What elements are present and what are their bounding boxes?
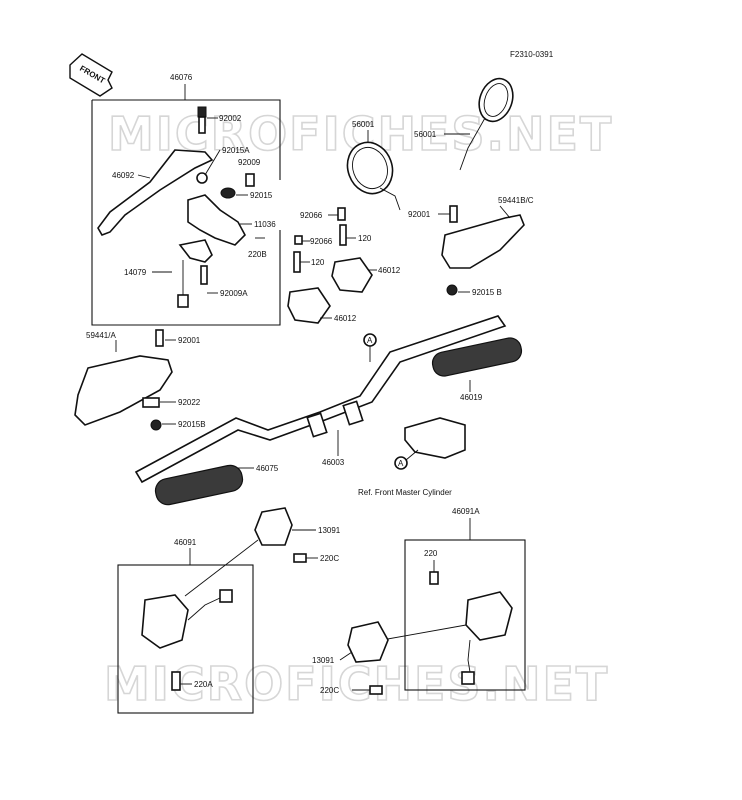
lever-bracket-icon: [187, 194, 246, 246]
mirror-right-icon: [459, 77, 514, 171]
callout-a-lower: [394, 456, 408, 470]
screw-icon: [245, 173, 255, 187]
mirror-left-icon: [346, 141, 401, 211]
bolt-icon: [449, 205, 458, 223]
label-220B: 220B: [248, 250, 267, 259]
label-92066-b: 92066: [310, 237, 333, 246]
hand-guard-left-icon: [74, 355, 173, 426]
front-arrow-icon: FRONT: [69, 53, 113, 97]
switch-housing-icon: [347, 621, 389, 663]
label-92015B-right: 92015 B: [472, 288, 502, 297]
grip-left-icon: [154, 464, 244, 506]
clutch-lever-icon: [97, 149, 214, 236]
screw-icon: [200, 265, 208, 285]
callout-a-label-upper: A: [367, 336, 373, 345]
label-92015A: 92015A: [222, 146, 250, 155]
label-46003: 46003: [322, 458, 345, 467]
label-46012-lower: 46012: [334, 314, 357, 323]
label-56001-left: 56001: [352, 120, 375, 129]
label-46092: 46092: [112, 171, 135, 180]
switch-box-left: [117, 564, 254, 714]
diagram-code: F2310-0391: [510, 50, 554, 59]
label-92022: 92022: [178, 398, 201, 407]
label-13091-right: 13091: [312, 656, 335, 665]
connector-icon: [219, 589, 233, 603]
screw-icon: [369, 685, 383, 695]
label-14079: 14079: [124, 268, 147, 277]
label-13091-left: 13091: [318, 526, 341, 535]
label-46076: 46076: [170, 73, 193, 82]
label-59441BC: 59441B/C: [498, 196, 534, 205]
label-120-b: 120: [311, 258, 325, 267]
handlebar-icon: [134, 315, 507, 484]
hand-guard-right-icon: [441, 214, 525, 269]
label-92066-a: 92066: [300, 211, 323, 220]
bolt-icon: [337, 207, 346, 221]
bolt-icon: [155, 329, 164, 347]
bolt-icon: [339, 224, 347, 246]
bolt-icon: [294, 235, 303, 245]
label-92009: 92009: [238, 158, 261, 167]
switch-left-icon: [141, 594, 189, 649]
washer-icon: [220, 187, 236, 199]
switch-icon: [178, 239, 213, 263]
bolt-icon: [293, 251, 301, 273]
callout-a-label-lower: A: [398, 459, 404, 468]
grip-right-icon: [431, 337, 523, 377]
label-120-a: 120: [358, 234, 372, 243]
reference-note: Ref. Front Master Cylinder: [358, 488, 452, 497]
holder-lower-icon: [287, 287, 331, 324]
nut-icon: [150, 419, 162, 431]
nut-icon: [446, 284, 458, 296]
label-92015: 92015: [250, 191, 273, 200]
clutch-box-top: [92, 99, 281, 180]
label-220C-left: 220C: [320, 554, 339, 563]
label-46012-upper: 46012: [378, 266, 401, 275]
switch-right-icon: [465, 591, 513, 641]
nut-icon: [196, 172, 208, 184]
master-cylinder-clamp-icon: [404, 417, 466, 459]
label-56001-right: 56001: [414, 130, 437, 139]
label-46091A: 46091A: [452, 507, 480, 516]
label-92009A: 92009A: [220, 289, 248, 298]
label-220A: 220A: [194, 680, 213, 689]
label-59441A: 59441/A: [86, 331, 116, 340]
label-220: 220: [424, 549, 438, 558]
switch-box-right: [404, 539, 526, 691]
connector-icon: [177, 294, 189, 308]
label-220C-right: 220C: [320, 686, 339, 695]
switch-housing-icon: [254, 507, 293, 546]
label-92001-right: 92001: [408, 210, 431, 219]
bolt-icon: [197, 106, 207, 134]
label-92002: 92002: [219, 114, 242, 123]
screw-icon: [171, 671, 181, 691]
clip-icon: [142, 397, 160, 408]
connector-icon: [461, 671, 475, 685]
label-46019: 46019: [460, 393, 483, 402]
label-46075: 46075: [256, 464, 279, 473]
screw-icon: [429, 571, 439, 585]
clutch-box-left: [91, 100, 281, 326]
label-92001-left: 92001: [178, 336, 201, 345]
label-11036: 11036: [254, 220, 276, 229]
label-92015B-left: 92015B: [178, 420, 206, 429]
screw-icon: [293, 553, 307, 563]
holder-upper-icon: [331, 257, 373, 293]
label-46091: 46091: [174, 538, 197, 547]
